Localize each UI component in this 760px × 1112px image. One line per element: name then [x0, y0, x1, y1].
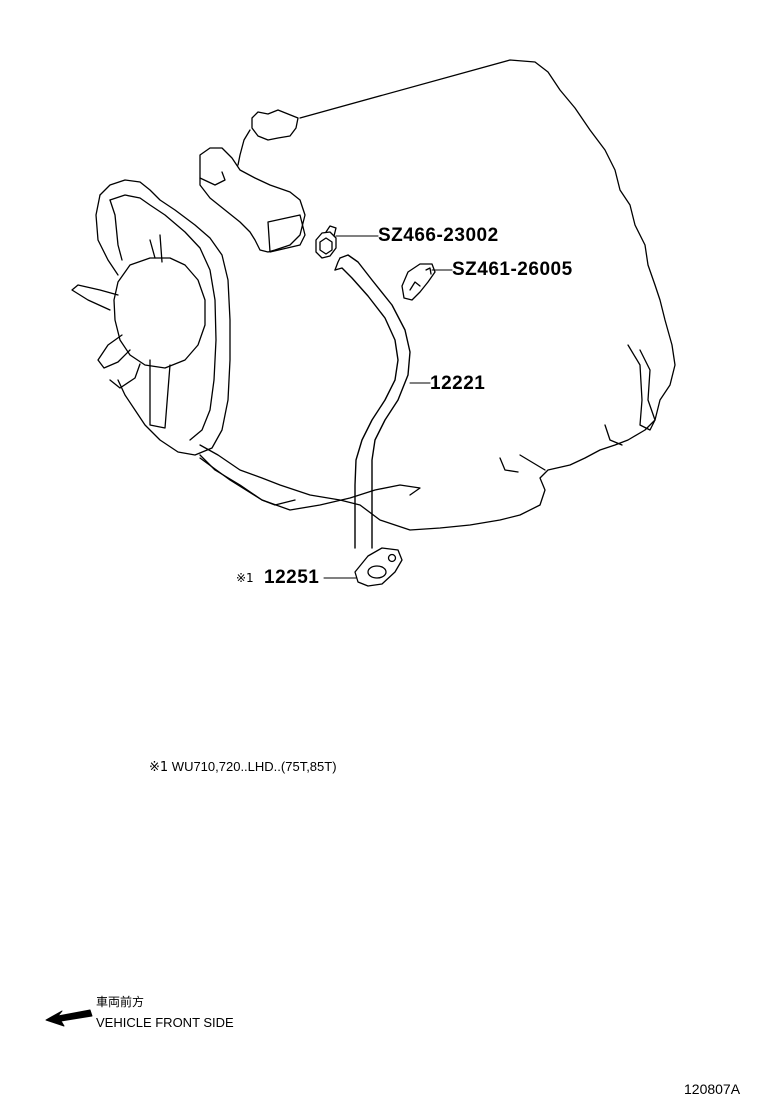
fan-hub: [113, 257, 206, 369]
hose-clamp-2: [401, 263, 436, 301]
head-block-face: [267, 214, 306, 253]
hose-clamp-1: [315, 231, 337, 259]
callout-gasket: 12251: [264, 567, 320, 588]
block-rib: [499, 457, 519, 473]
fan-blade-3: [109, 363, 141, 389]
front-indicator-japanese: 車両前方: [96, 995, 145, 1009]
oil-pan-line: [199, 457, 421, 511]
footnote-mark: ※1: [149, 760, 169, 775]
front-indicator-english: VEHICLE FRONT SIDE: [96, 1015, 234, 1030]
hose-top-end: [334, 257, 341, 271]
gasket: [354, 547, 403, 587]
gasket-hole: [367, 565, 387, 579]
callout-clamp-1: SZ466-23002: [378, 225, 499, 246]
fan-belt-line: [149, 234, 163, 263]
oil-pan-rear: [519, 454, 546, 471]
ventilation-hose: [339, 254, 411, 549]
radiator-left-edge: [95, 194, 119, 276]
footnote: ※1 WU710,720..LHD..(75T,85T): [149, 760, 337, 774]
gasket-bolt-hole: [387, 553, 397, 563]
fan-blade-1: [71, 284, 119, 311]
oil-filler-cap: [251, 109, 299, 141]
bell-housing-detail: [627, 344, 656, 431]
ventilation-hose-inner: [334, 267, 399, 549]
fan-shaft: [149, 359, 171, 429]
radiator-inner: [109, 194, 217, 441]
front-arrow-icon: [45, 1009, 93, 1027]
head-top-rim: [199, 171, 226, 186]
callout-gasket-mark: ※1: [236, 571, 254, 585]
footnote-text: WU710,720..LHD..(75T,85T): [171, 759, 337, 774]
head-upper-body: [199, 147, 306, 253]
lower-radiator-hose: [199, 454, 296, 506]
hose-clamp-1-ring: [319, 237, 333, 255]
callout-clamp-2: SZ461-26005: [452, 259, 573, 280]
hose-clamp-2-slot: [409, 267, 432, 291]
figure-id: 120807A: [684, 1081, 741, 1097]
engine-block-outline: [199, 59, 676, 531]
bell-housing-rib: [604, 424, 623, 446]
filler-neck-line: [237, 129, 251, 166]
radiator-frame: [99, 179, 231, 456]
callout-hose: 12221: [430, 373, 486, 394]
hose-clamp-1-tab: [325, 225, 337, 237]
fan-blade-2: [97, 334, 131, 369]
fan-shroud-bracket: [109, 199, 123, 261]
